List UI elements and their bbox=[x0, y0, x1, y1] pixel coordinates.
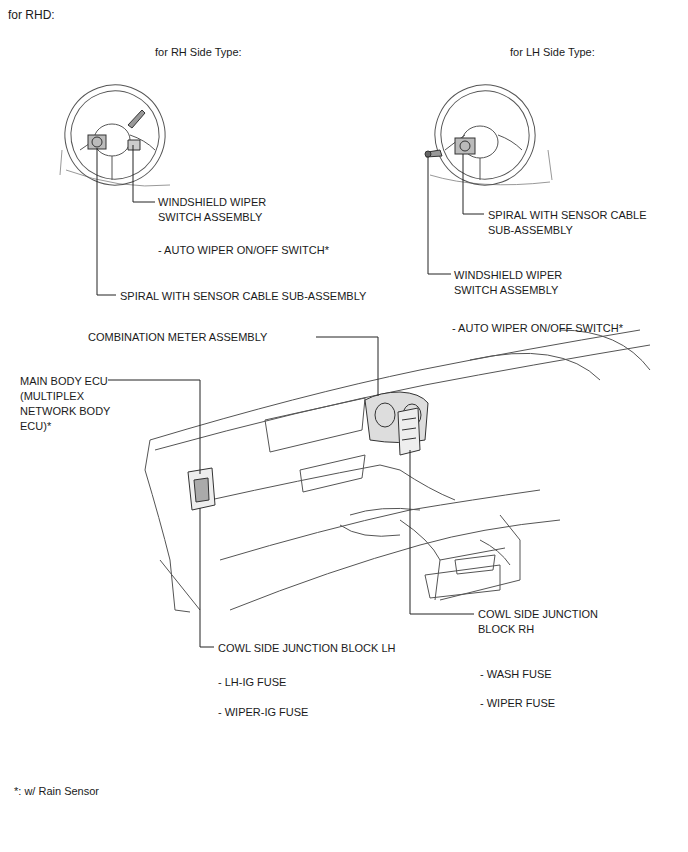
instrument-panel bbox=[145, 330, 650, 612]
steering-wheel-lh bbox=[421, 71, 552, 199]
part-label: COMBINATION METER ASSEMBLY bbox=[88, 330, 267, 345]
part-label: COWL SIDE JUNCTION BLOCK LH bbox=[218, 641, 395, 656]
part-label: WINDSHIELD WIPER SWITCH ASSEMBLY bbox=[158, 195, 293, 225]
part-label: - WIPER-IG FUSE bbox=[218, 705, 308, 720]
part-label: - AUTO WIPER ON/OFF SWITCH* bbox=[452, 321, 623, 336]
part-label: SPIRAL WITH SENSOR CABLE SUB-ASSEMBLY bbox=[120, 289, 366, 304]
part-label: for LH Side Type: bbox=[510, 45, 595, 60]
part-label: WINDSHIELD WIPER SWITCH ASSEMBLY bbox=[454, 268, 589, 298]
part-label: - LH-IG FUSE bbox=[218, 675, 286, 690]
part-label: for RH Side Type: bbox=[155, 45, 242, 60]
leader-lines bbox=[97, 145, 484, 647]
part-label: SPIRAL WITH SENSOR CABLE SUB-ASSEMBLY bbox=[488, 208, 673, 238]
part-label: - AUTO WIPER ON/OFF SWITCH* bbox=[158, 243, 329, 258]
part-label: MAIN BODY ECU (MULTIPLEX NETWORK BODY EC… bbox=[20, 374, 130, 434]
steering-wheel-rh bbox=[51, 71, 179, 199]
part-label: - WASH FUSE bbox=[480, 667, 552, 682]
part-label: *: w/ Rain Sensor bbox=[14, 784, 99, 799]
part-label: COWL SIDE JUNCTION BLOCK RH bbox=[478, 607, 628, 637]
page-heading: for RHD: bbox=[8, 8, 55, 23]
part-label: - WIPER FUSE bbox=[480, 696, 555, 711]
